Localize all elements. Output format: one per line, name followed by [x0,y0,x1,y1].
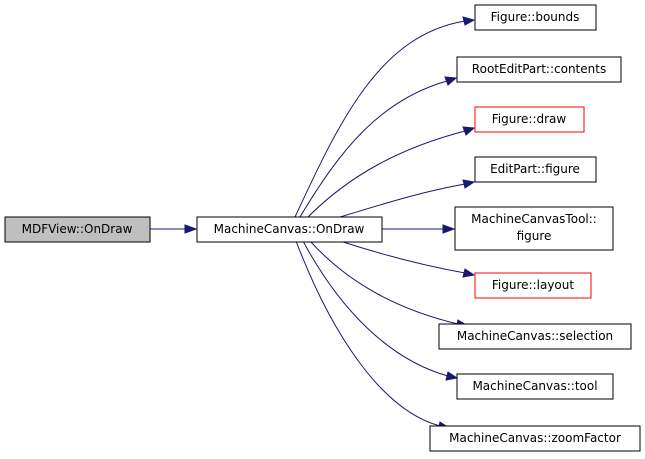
node-rooteditpart-contents[interactable]: RootEditPart::contents [456,56,622,83]
svg-text:MachineCanvas::zoomFactor: MachineCanvas::zoomFactor [449,431,621,445]
svg-text:MDFView::OnDraw: MDFView::OnDraw [22,222,133,236]
svg-text:MachineCanvas::tool: MachineCanvas::tool [472,379,597,393]
node-figure-bounds[interactable]: Figure::bounds [474,4,597,31]
svg-text:figure: figure [517,229,552,243]
svg-text:EditPart::figure: EditPart::figure [490,162,580,176]
edge-to-figure-draw [307,126,476,218]
svg-text:MachineCanvas::selection: MachineCanvas::selection [457,329,613,343]
edge-to-editpart-figure [339,179,476,218]
edge-mdfview-to-machinecanvas [150,224,198,234]
node-figure-draw[interactable]: Figure::draw [474,106,585,133]
edge-to-figure-layout [339,240,476,278]
node-machinecanvas-ondraw[interactable]: MachineCanvas::OnDraw [196,216,383,243]
node-machinecanvas-tool[interactable]: MachineCanvas::tool [456,373,614,400]
node-machinecanvastool-figure[interactable]: MachineCanvasTool:: figure [454,206,614,251]
edge-to-machinecanvastool-figure [382,224,456,234]
edge-to-figure-bounds [294,16,476,218]
svg-text:RootEditPart::contents: RootEditPart::contents [472,62,606,76]
node-machinecanvas-zoomfactor[interactable]: MachineCanvas::zoomFactor [429,425,641,452]
edge-to-machinecanvas-tool [302,240,459,381]
svg-text:Figure::draw: Figure::draw [492,112,567,126]
svg-text:MachineCanvasTool::: MachineCanvasTool:: [471,212,597,226]
node-editpart-figure[interactable]: EditPart::figure [474,156,597,183]
edge-to-rooteditpart-contents [299,76,458,218]
edge-to-machinecanvas-selection [309,240,470,329]
node-mdfview-ondraw[interactable]: MDFView::OnDraw [4,216,151,243]
svg-text:MachineCanvas::OnDraw: MachineCanvas::OnDraw [214,222,365,236]
svg-text:Figure::bounds: Figure::bounds [491,10,580,24]
node-figure-layout[interactable]: Figure::layout [474,272,592,299]
svg-text:Figure::layout: Figure::layout [492,278,574,292]
edge-to-machinecanvas-zoomfactor [295,240,451,431]
node-machinecanvas-selection[interactable]: MachineCanvas::selection [438,323,632,350]
